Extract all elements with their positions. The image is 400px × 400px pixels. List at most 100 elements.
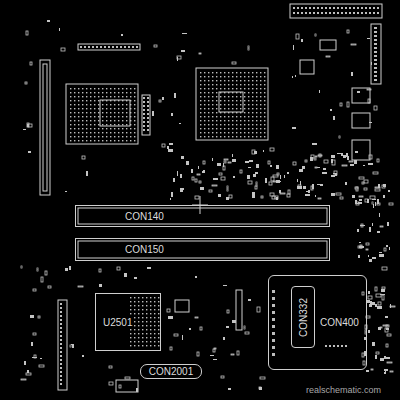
ball-pad [200, 104, 201, 105]
ball-pad [90, 128, 91, 129]
ball-pad [90, 100, 91, 101]
smd-pad [387, 362, 392, 363]
ball-pad [216, 124, 217, 125]
ball-pad [158, 317, 159, 318]
smd-pad [69, 266, 71, 270]
ball-pad [114, 104, 115, 105]
smd-pad [167, 146, 169, 149]
smd-pad [300, 181, 301, 185]
ball-pad [126, 92, 127, 93]
ball-pad [74, 108, 75, 109]
ball-pad [232, 80, 233, 81]
ball-pad [252, 112, 253, 113]
pin-pad [297, 7, 299, 9]
smd-pad [322, 172, 327, 174]
smd-pad [219, 173, 222, 175]
ball-pad [94, 88, 95, 89]
ball-pad [126, 96, 127, 97]
smd-pad [37, 268, 38, 271]
ball-pad [146, 309, 147, 310]
smd-pad [198, 166, 199, 169]
ball-pad [126, 124, 127, 125]
pin-pad [60, 327, 62, 329]
ball-pad [212, 72, 213, 73]
ball-pad [86, 96, 87, 97]
smd-pad [366, 370, 369, 372]
ball-pad [70, 88, 71, 89]
smd-pad [212, 158, 213, 161]
ball-pad [78, 120, 79, 121]
ball-pad [110, 132, 111, 133]
smd-pad [182, 335, 183, 340]
ball-pad [106, 132, 107, 133]
ball-pad [216, 128, 217, 129]
connector-area: CON400CON332 [268, 275, 367, 370]
ball-pad [78, 100, 79, 101]
ball-pad [114, 88, 115, 89]
ball-pad [110, 124, 111, 125]
smd-pad [358, 246, 362, 248]
smd-pad [210, 355, 214, 356]
smd-pad [335, 174, 337, 176]
ball-pad [78, 124, 79, 125]
pin-pad [374, 63, 377, 65]
pin-pad [60, 307, 62, 309]
smd-pad [213, 359, 217, 360]
pin-pad [272, 304, 275, 307]
pin-pad [341, 7, 343, 9]
ball-pad [264, 84, 265, 85]
ball-pad [154, 345, 155, 346]
ball-pad [114, 116, 115, 117]
ball-pad [154, 333, 155, 334]
ball-pad [110, 104, 111, 105]
smd-pad [226, 197, 229, 200]
smd-pad [299, 169, 303, 172]
ball-pad [158, 333, 159, 334]
smd-pad [232, 159, 236, 162]
pin-pad [272, 325, 275, 328]
ball-pad [130, 341, 131, 342]
smd-pad [119, 385, 121, 388]
ball-pad [138, 313, 139, 314]
smd-pad [383, 184, 386, 187]
pin-pad [374, 59, 377, 61]
ball-pad [236, 116, 237, 117]
smd-pad [147, 267, 151, 269]
ball-pad [90, 92, 91, 93]
smd-pad [162, 144, 165, 147]
ball-pad [122, 88, 123, 89]
pin-pad [374, 43, 377, 45]
ball-pad [82, 132, 83, 133]
ball-pad [236, 120, 237, 121]
ball-pad [126, 108, 127, 109]
smd-pad [345, 182, 347, 185]
smd-pad [367, 199, 369, 203]
ball-pad [86, 128, 87, 129]
smd-pad [280, 193, 285, 194]
ball-pad [224, 72, 225, 73]
ball-pad [208, 100, 209, 101]
smd-pad [199, 53, 201, 54]
ball-pad [134, 104, 135, 105]
smd-pad [237, 351, 239, 355]
connector-outline: CON332 [291, 286, 315, 348]
ball-pad [260, 76, 261, 77]
smd-pad [369, 122, 372, 123]
smd-pad [38, 316, 40, 318]
ball-pad [224, 128, 225, 129]
smd-pad [386, 325, 389, 327]
ball-pad [94, 128, 95, 129]
pin-pad [147, 129, 149, 131]
ball-pad [240, 96, 241, 97]
pin-pad [120, 46, 122, 48]
ball-pad [244, 132, 245, 133]
pin-pad [147, 101, 149, 103]
ball-pad [82, 88, 83, 89]
pin-pad [341, 345, 343, 347]
ball-pad [110, 116, 111, 117]
pin-pad [60, 375, 62, 377]
ball-pad [220, 84, 221, 85]
ball-pad [158, 341, 159, 342]
smd-pad [331, 155, 335, 158]
ball-pad [94, 132, 95, 133]
